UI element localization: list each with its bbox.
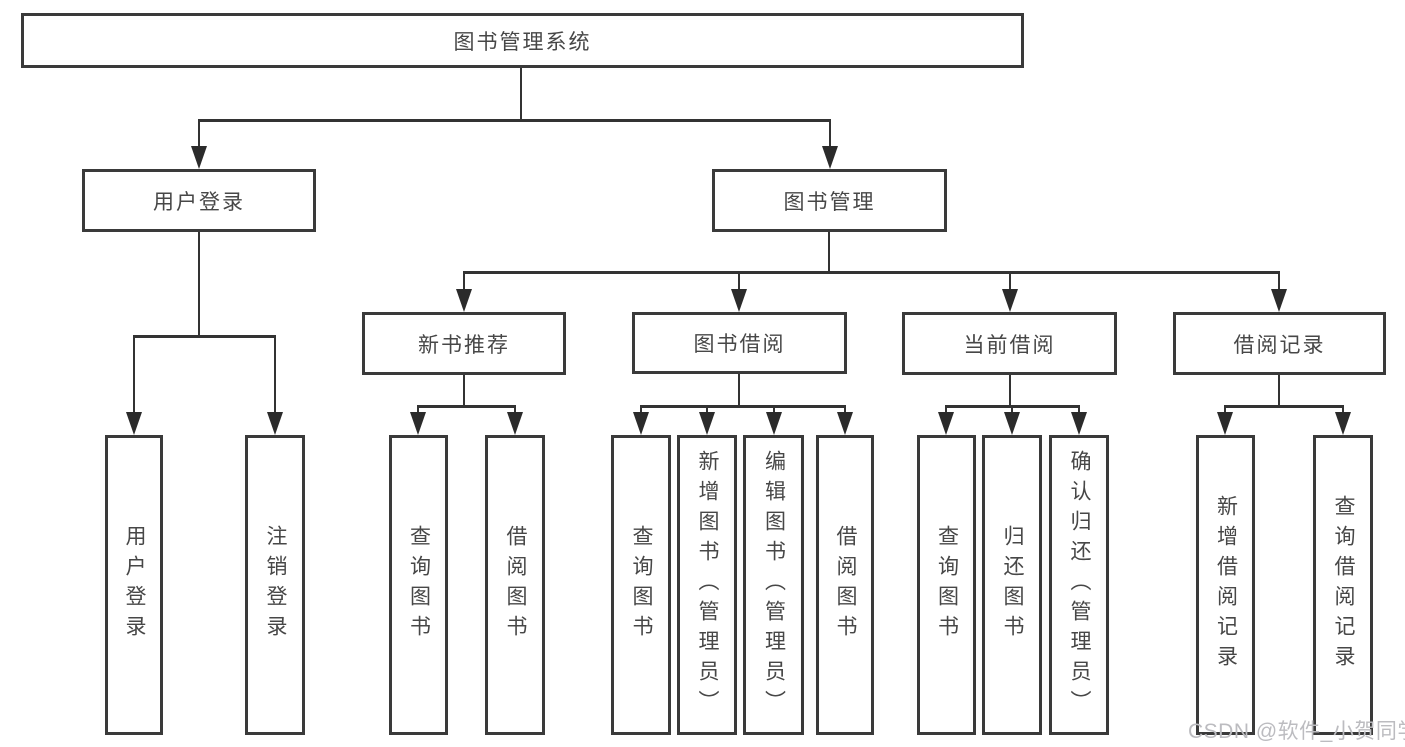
node-library-system: 图书管理系统 — [21, 13, 1024, 68]
connector-line — [133, 337, 135, 415]
connector-line — [738, 273, 740, 292]
node-book-management: 图书管理 — [712, 169, 947, 232]
connector-line — [463, 273, 465, 292]
connector-line — [417, 407, 419, 415]
connector-line — [463, 271, 1280, 274]
leaf-confirm-return-admin: 确认归还（管理员） — [1049, 435, 1109, 735]
connector-line — [844, 407, 846, 415]
connector-line — [520, 68, 522, 121]
connector-line — [640, 405, 846, 408]
connector-line — [1009, 375, 1011, 407]
leaf-edit-books-admin: 编辑图书（管理员） — [743, 435, 804, 735]
connector-line — [1011, 407, 1013, 415]
arrowhead-down-icon — [938, 412, 954, 435]
arrowhead-down-icon — [1004, 412, 1020, 435]
leaf-add-borrow-record: 新增借阅记录 — [1196, 435, 1255, 735]
leaf-add-books-admin: 新增图书（管理员） — [677, 435, 737, 735]
connector-line — [1078, 407, 1080, 415]
leaf-query-books-recommend: 查询图书 — [389, 435, 448, 735]
node-user-login: 用户登录 — [82, 169, 316, 232]
leaf-logout: 注销登录 — [245, 435, 305, 735]
connector-line — [417, 405, 516, 408]
node-book-borrowing: 图书借阅 — [632, 312, 847, 374]
connector-line — [773, 407, 775, 415]
arrowhead-down-icon — [410, 412, 426, 435]
csdn-watermark: CSDN @软件_小贺同学 — [1188, 720, 1405, 743]
connector-line — [133, 335, 276, 338]
connector-line — [706, 407, 708, 415]
leaf-borrow-books: 借阅图书 — [816, 435, 874, 735]
arrowhead-down-icon — [766, 412, 782, 435]
connector-line — [463, 375, 465, 407]
arrowhead-down-icon — [699, 412, 715, 435]
arrowhead-down-icon — [822, 146, 838, 169]
connector-line — [1224, 405, 1344, 408]
leaf-borrow-books-recommend: 借阅图书 — [485, 435, 545, 735]
arrowhead-down-icon — [731, 289, 747, 312]
connector-line — [1009, 273, 1011, 292]
connector-line — [274, 337, 276, 415]
connector-line — [1278, 375, 1280, 407]
connector-line — [1224, 407, 1226, 415]
arrowhead-down-icon — [1217, 412, 1233, 435]
connector-line — [198, 121, 200, 151]
node-borrow-records: 借阅记录 — [1173, 312, 1386, 375]
connector-line — [829, 121, 831, 151]
arrowhead-down-icon — [633, 412, 649, 435]
arrowhead-down-icon — [1002, 289, 1018, 312]
connector-line — [1278, 273, 1280, 292]
connector-line — [198, 232, 200, 337]
leaf-user-login: 用户登录 — [105, 435, 163, 735]
arrowhead-down-icon — [1071, 412, 1087, 435]
connector-line — [514, 407, 516, 415]
node-current-borrowing: 当前借阅 — [902, 312, 1117, 375]
arrowhead-down-icon — [191, 146, 207, 169]
connector-line — [640, 407, 642, 415]
leaf-return-books: 归还图书 — [982, 435, 1042, 735]
connector-line — [945, 407, 947, 415]
connector-line — [198, 119, 831, 122]
leaf-query-books-borrowing: 查询图书 — [611, 435, 671, 735]
leaf-query-borrow-record: 查询借阅记录 — [1313, 435, 1373, 735]
arrowhead-down-icon — [126, 412, 142, 435]
connector-line — [945, 405, 1080, 408]
connector-line — [1342, 407, 1344, 415]
arrowhead-down-icon — [1335, 412, 1351, 435]
arrowhead-down-icon — [1271, 289, 1287, 312]
connector-line — [738, 374, 740, 407]
connector-line — [828, 232, 830, 273]
arrowhead-down-icon — [267, 412, 283, 435]
arrowhead-down-icon — [456, 289, 472, 312]
node-new-book-recommend: 新书推荐 — [362, 312, 566, 375]
leaf-query-books-current: 查询图书 — [917, 435, 976, 735]
arrowhead-down-icon — [507, 412, 523, 435]
arrowhead-down-icon — [837, 412, 853, 435]
